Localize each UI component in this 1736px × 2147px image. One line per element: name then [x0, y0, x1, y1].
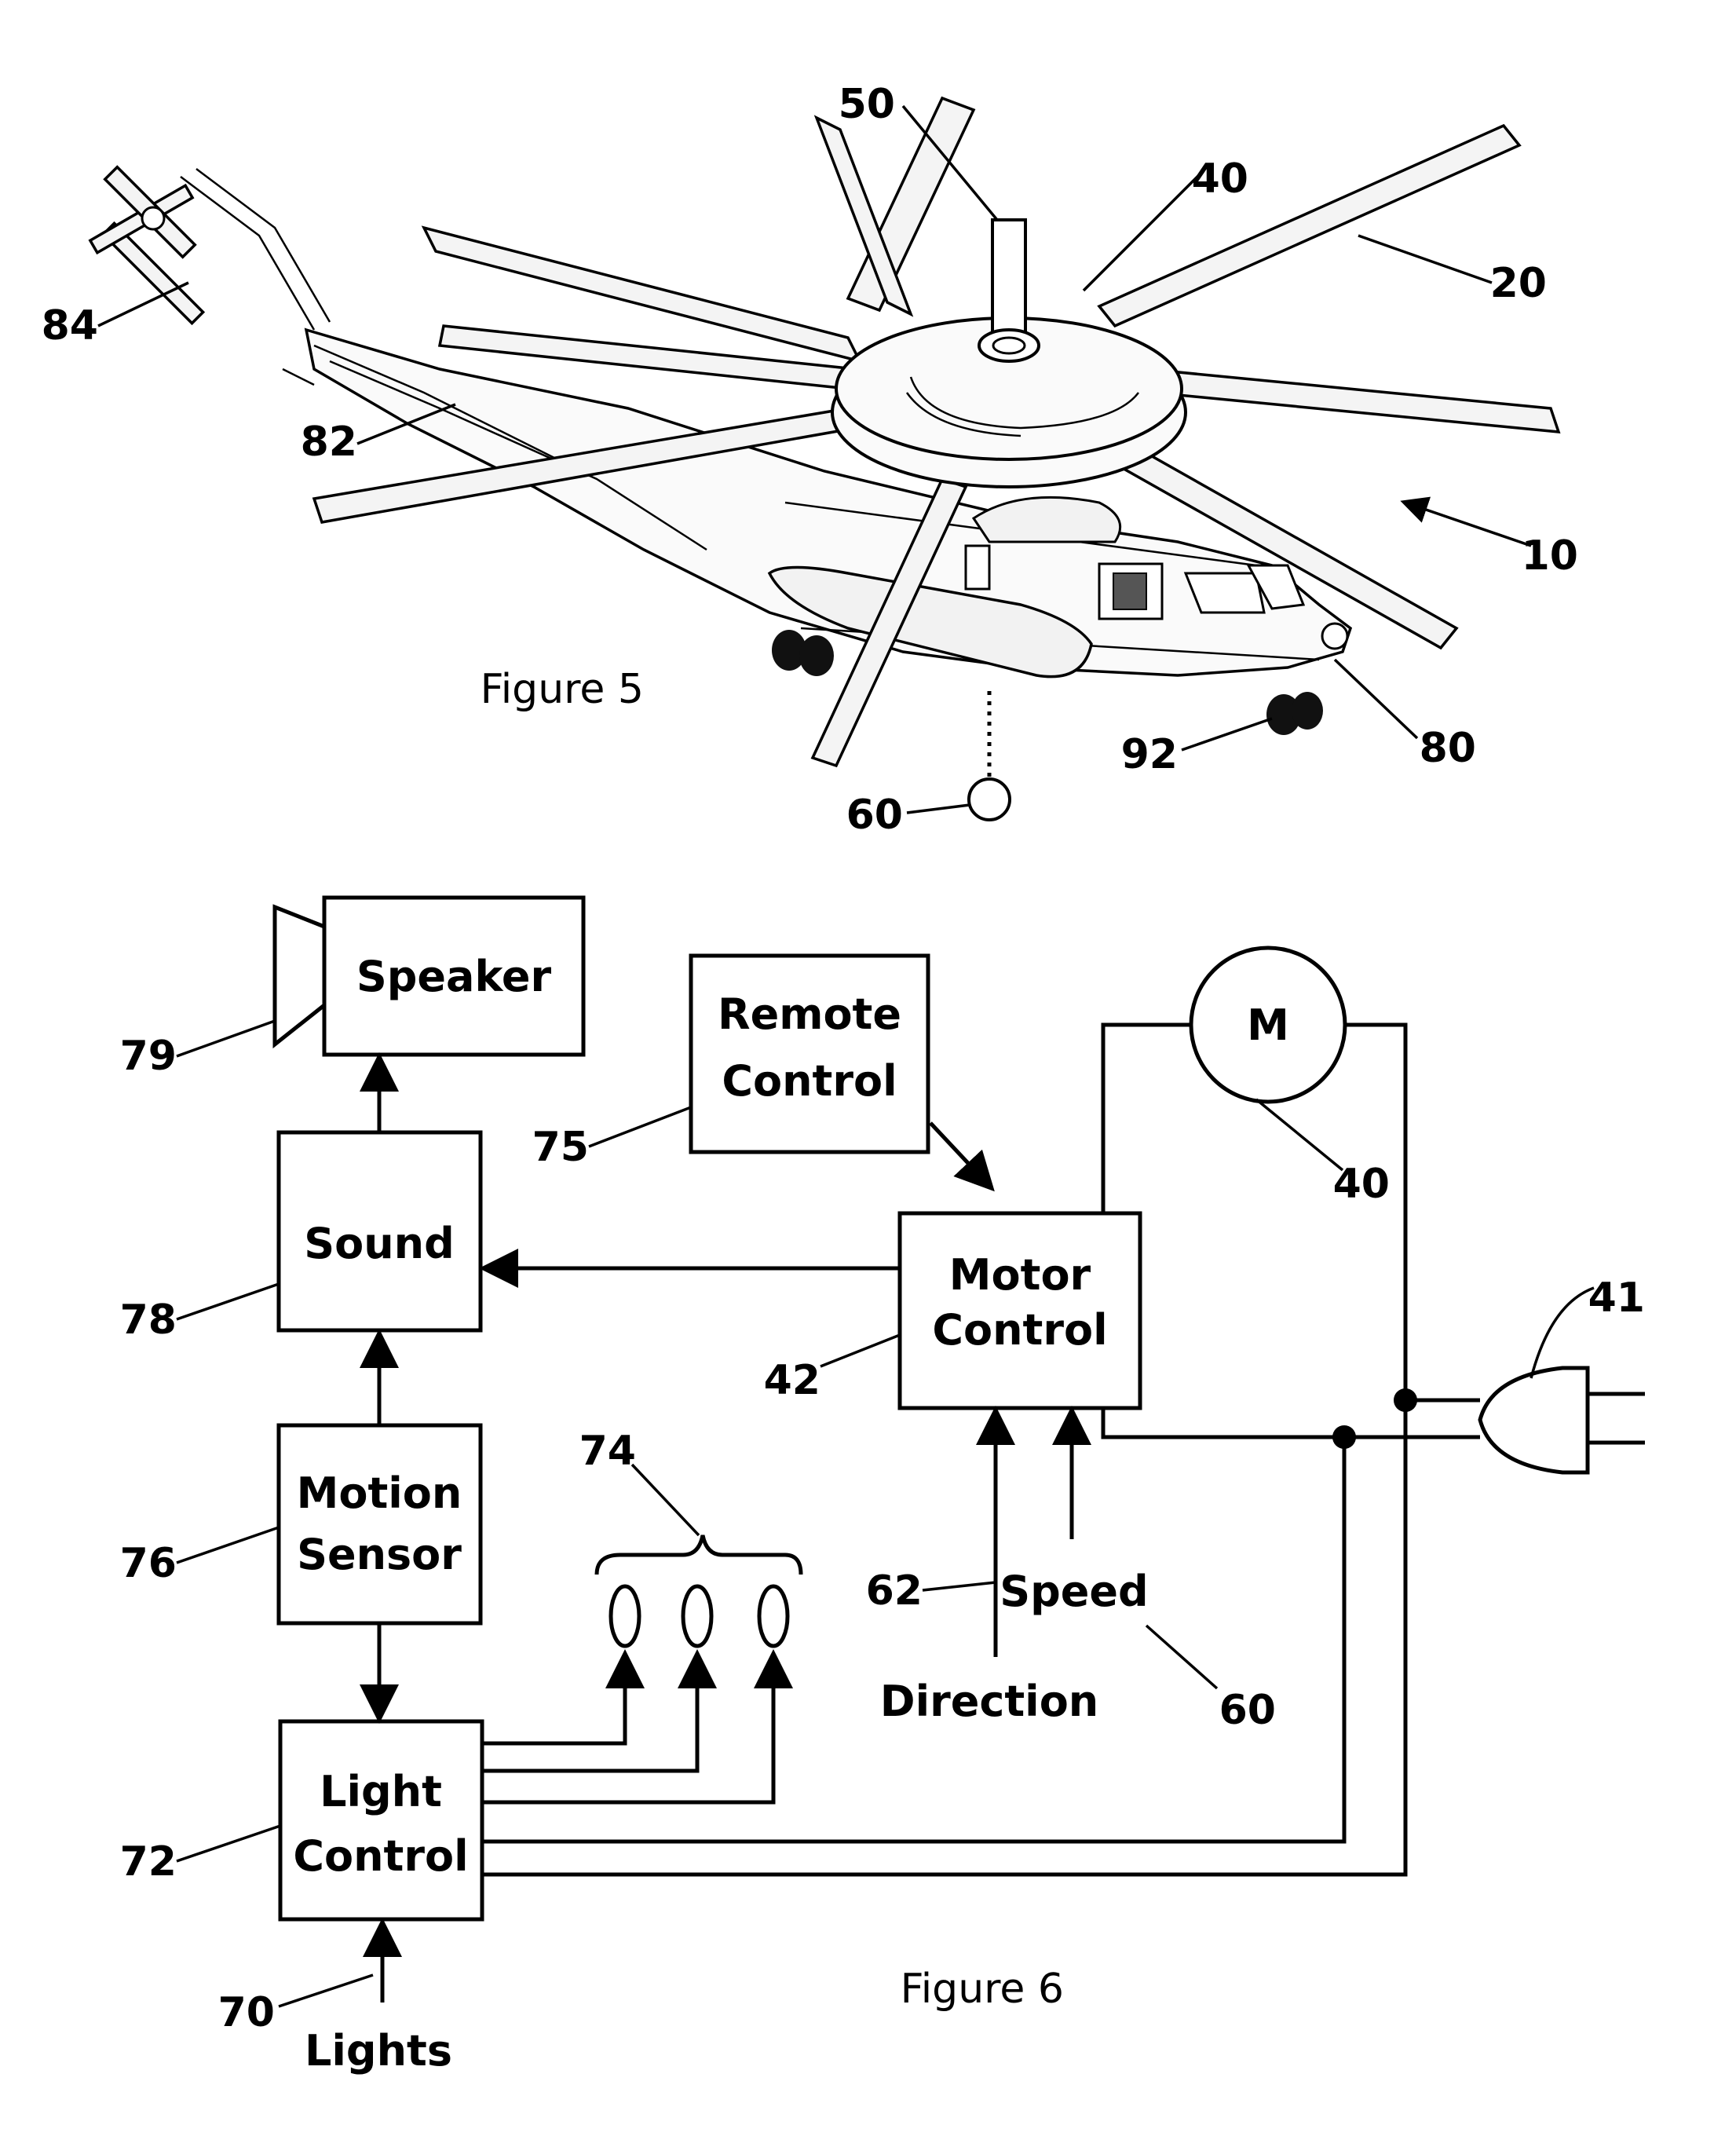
rotor-hub	[831, 218, 1187, 488]
ref-79: 79	[120, 1033, 177, 1080]
remote-label-line2: Control	[722, 1056, 897, 1106]
main-rotor-blades	[312, 96, 1561, 768]
figure5-leaders	[97, 104, 1532, 814]
ref-80: 80	[1420, 725, 1476, 772]
speaker-block	[322, 895, 586, 1057]
ref-70: 70	[218, 1989, 275, 2036]
power-plug-icon	[1478, 1366, 1645, 1475]
lamps	[594, 1534, 803, 1648]
wiring	[360, 1022, 1480, 2003]
ref-92: 92	[1121, 731, 1178, 778]
motion-label-line2: Sensor	[297, 1530, 462, 1579]
sound-label: Sound	[304, 1219, 455, 1268]
ref-40: 40	[1192, 155, 1248, 203]
lamp-icon	[757, 1584, 790, 1648]
ref-76: 76	[120, 1540, 177, 1587]
tail-rotor	[88, 165, 206, 326]
motor-label-line1: Motor	[949, 1250, 1091, 1300]
ref-72: 72	[120, 1838, 177, 1885]
ref-78: 78	[120, 1297, 177, 1344]
remote-control-block	[689, 953, 930, 1154]
motor-symbol-label: M	[1247, 1000, 1289, 1050]
speaker-label: Speaker	[356, 952, 552, 1001]
ref-10: 10	[1522, 532, 1578, 580]
ref-60: 60	[846, 792, 903, 839]
lamp-brace	[594, 1534, 803, 1575]
ref-82: 82	[301, 419, 357, 466]
figure6-diagram: Speaker Remote Control Sound Motor Contr…	[120, 895, 1645, 2076]
ref-20: 20	[1490, 260, 1547, 307]
remote-label-line1: Remote	[718, 989, 901, 1039]
lights-input-label: Lights	[305, 2026, 452, 2076]
figure6-leaders	[176, 1019, 1595, 2008]
figure6-caption: Figure 6	[901, 1966, 1064, 2013]
speaker-cone-icon	[272, 904, 327, 1049]
lamp-icon	[681, 1584, 714, 1648]
ref-50: 50	[839, 81, 895, 128]
ref-62: 62	[866, 1567, 923, 1615]
light-label-line1: Light	[320, 1767, 442, 1816]
motion-sensor-block	[276, 1423, 483, 1626]
light-control-block	[278, 1719, 484, 1922]
ref-84: 84	[42, 302, 98, 349]
ref-75: 75	[532, 1124, 589, 1171]
figure5-illustration: 50 40 20 84 82 10 80 92 60 Figure 5	[42, 81, 1578, 839]
ref-42: 42	[764, 1357, 820, 1404]
direction-input-label: Direction	[880, 1677, 1098, 1726]
speed-input-label: Speed	[1000, 1567, 1148, 1616]
ref-74: 74	[579, 1428, 636, 1475]
motor-control-block	[897, 1211, 1142, 1410]
figure5-caption: Figure 5	[481, 666, 644, 713]
pull-chain	[967, 691, 1011, 821]
motion-label-line1: Motion	[297, 1469, 462, 1518]
lamp-icon	[609, 1584, 641, 1648]
ref-60b: 60	[1219, 1687, 1276, 1734]
ref-40b: 40	[1333, 1161, 1390, 1208]
motor-label-line2: Control	[932, 1305, 1107, 1355]
ref-41: 41	[1588, 1275, 1645, 1322]
light-label-line2: Control	[293, 1831, 468, 1881]
